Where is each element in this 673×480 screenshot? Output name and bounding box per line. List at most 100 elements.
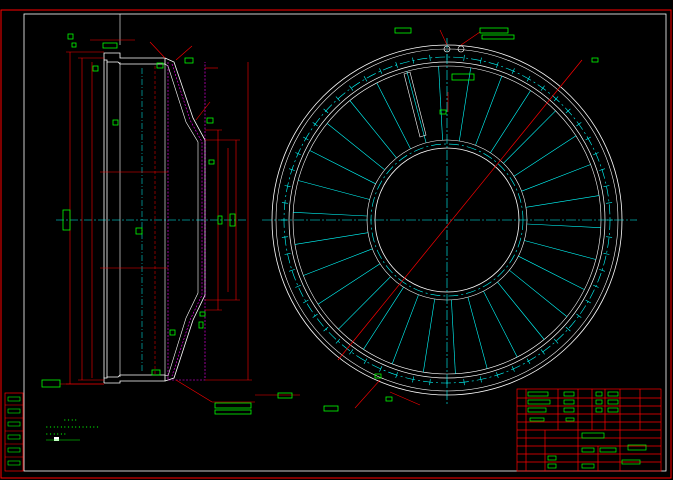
plan-view bbox=[262, 29, 637, 409]
tag-section-18 bbox=[112, 119, 119, 126]
section-web-outer bbox=[164, 57, 206, 382]
rim-tick bbox=[363, 358, 368, 364]
rim-tick bbox=[603, 185, 610, 187]
rim-tick bbox=[379, 366, 383, 372]
section-view bbox=[56, 14, 248, 384]
rim-spoke bbox=[503, 110, 556, 164]
rim-tick bbox=[463, 54, 465, 61]
plan-leader-bottom-2 bbox=[389, 391, 421, 406]
side-legend bbox=[4, 392, 24, 472]
drawing-frame bbox=[0, 9, 672, 479]
rim-tick bbox=[335, 96, 341, 102]
tag-section-9 bbox=[41, 379, 61, 388]
tag-section-20 bbox=[208, 159, 215, 165]
plan-label-tags bbox=[323, 27, 599, 412]
rim-tick bbox=[429, 54, 431, 61]
rim-spoke bbox=[391, 294, 419, 365]
tag-section-6 bbox=[217, 215, 223, 225]
tag-section-14 bbox=[198, 321, 204, 329]
rim-spoke bbox=[451, 299, 456, 374]
plan-slot bbox=[403, 71, 427, 138]
rim-spoke bbox=[406, 71, 427, 143]
rim-tick bbox=[395, 372, 398, 378]
rim-tick bbox=[289, 269, 295, 272]
tag-plan-3 bbox=[481, 34, 515, 40]
rim-spoke bbox=[438, 66, 443, 141]
rim-tick bbox=[312, 122, 318, 127]
rim-spoke bbox=[309, 150, 376, 185]
tag-section-3 bbox=[184, 57, 194, 64]
note-line-3: I I I I I I bbox=[46, 432, 66, 436]
rim-spoke bbox=[490, 90, 531, 153]
rim-spoke bbox=[338, 276, 391, 330]
rim-spoke bbox=[524, 240, 596, 260]
rim-tick bbox=[553, 338, 559, 344]
rim-spoke bbox=[475, 75, 503, 146]
leader-top bbox=[149, 41, 166, 59]
rim-tick bbox=[281, 236, 288, 238]
tag-plan-6 bbox=[323, 405, 339, 412]
leader-web bbox=[195, 101, 211, 121]
rim-tick bbox=[395, 62, 398, 68]
rim-tick bbox=[349, 85, 354, 91]
tag-plan-7 bbox=[385, 396, 393, 402]
plan-section-line bbox=[337, 59, 583, 361]
rim-spoke bbox=[513, 135, 577, 177]
section-label-tags bbox=[41, 33, 293, 415]
rim-tick bbox=[303, 299, 309, 304]
rim-tick bbox=[511, 366, 515, 372]
rim-spoke bbox=[483, 291, 518, 358]
rim-tick bbox=[496, 62, 499, 68]
rim-tick bbox=[363, 76, 368, 82]
rim-spoke bbox=[509, 269, 568, 317]
rim-tick bbox=[606, 236, 613, 238]
rim-spoke bbox=[293, 212, 368, 217]
rim-tick bbox=[303, 136, 309, 141]
rim-tick bbox=[496, 372, 499, 378]
tag-section-12 bbox=[151, 369, 161, 376]
leader-bottom bbox=[175, 379, 213, 403]
rim-spoke bbox=[294, 232, 369, 245]
rim-ticks bbox=[281, 54, 613, 386]
rim-tick bbox=[349, 349, 354, 355]
rim-tick bbox=[593, 152, 599, 156]
notes: I I I I I I I I I I I I I I I I I I I I … bbox=[46, 418, 99, 441]
plan-hole-2 bbox=[457, 45, 465, 53]
tag-plan-4 bbox=[451, 73, 475, 81]
rim-tick bbox=[289, 168, 295, 171]
note-mark bbox=[54, 437, 59, 441]
tag-section-2 bbox=[156, 62, 164, 69]
rim-tick bbox=[295, 284, 301, 288]
tag-plan-9 bbox=[439, 109, 447, 115]
tag-section-11 bbox=[135, 227, 143, 235]
title-block-tags bbox=[527, 391, 647, 469]
rim-spoke bbox=[317, 263, 381, 305]
tag-plan-5 bbox=[591, 57, 599, 63]
rim-tick bbox=[599, 269, 605, 272]
rim-tick bbox=[312, 313, 318, 318]
rim-spoke bbox=[467, 297, 488, 369]
side-legend-frame bbox=[4, 392, 24, 472]
tag-section-16 bbox=[71, 42, 77, 48]
rim-tick bbox=[593, 284, 599, 288]
rim-tick bbox=[585, 136, 591, 141]
section-dimensions bbox=[60, 39, 300, 403]
section-hatch-outer bbox=[167, 62, 206, 381]
rim-spoke bbox=[526, 223, 601, 228]
rim-tick bbox=[480, 376, 482, 383]
rim-spoke bbox=[363, 287, 404, 350]
rim-tick bbox=[606, 202, 613, 204]
rim-tick bbox=[284, 185, 291, 187]
rim-tick bbox=[335, 338, 341, 344]
rim-tick bbox=[463, 379, 465, 386]
rim-spoke bbox=[497, 281, 545, 340]
tag-plan-1 bbox=[394, 27, 412, 34]
tag-section-19 bbox=[92, 65, 99, 72]
plan-hole-1 bbox=[443, 45, 451, 53]
rim-tick bbox=[281, 202, 288, 204]
rim-tick bbox=[526, 76, 531, 82]
tag-section-5 bbox=[229, 213, 236, 227]
rim-spoke bbox=[521, 164, 591, 192]
note-line-2: I I I I I I I I I I I I I I I bbox=[46, 425, 99, 429]
